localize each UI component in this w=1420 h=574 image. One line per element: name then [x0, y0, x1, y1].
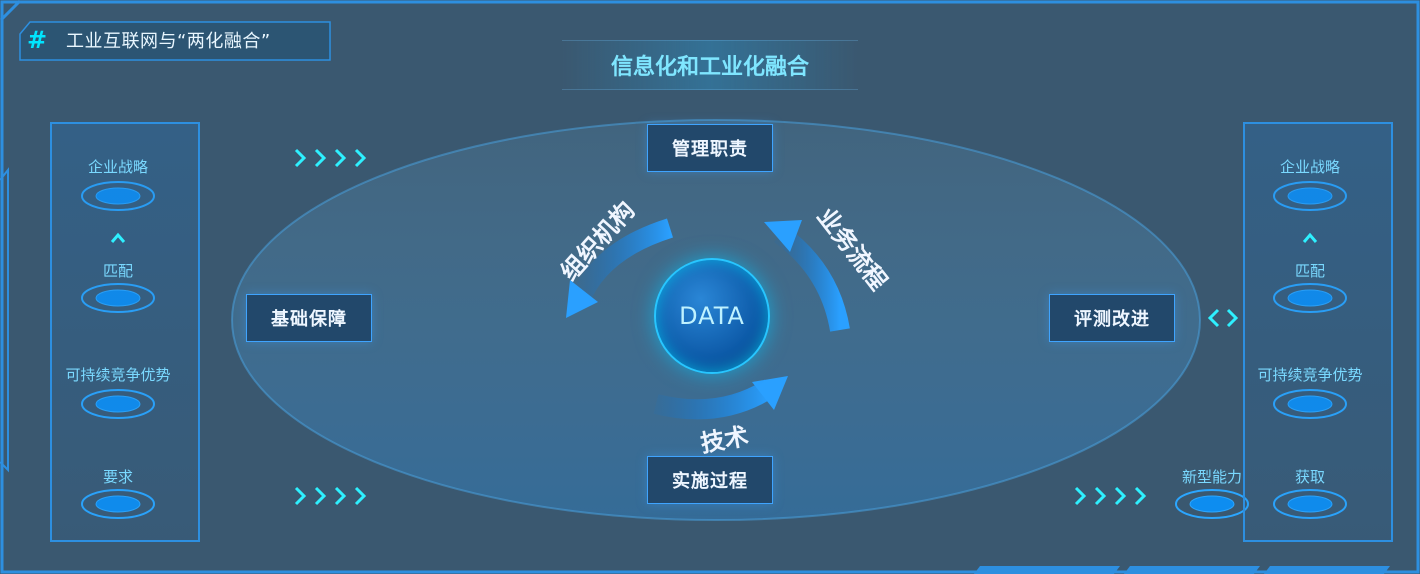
diagram-subtitle: 信息化和工业化融合 [562, 40, 858, 90]
right-discs [1175, 181, 1347, 519]
page-title: 工业互联网与“两化融合” [66, 31, 271, 52]
right-item-advantage: 可持续竞争优势 [1257, 366, 1363, 384]
header: # 工业互联网与“两化融合” [20, 22, 320, 58]
left-item-match: 匹配 [102, 262, 134, 280]
left-item-advantage: 可持续竞争优势 [65, 366, 171, 384]
data-label: DATA [679, 302, 745, 330]
left-discs [81, 181, 155, 519]
double-arrow-icon [1207, 308, 1239, 328]
chevrons-bottom-left [294, 486, 367, 506]
node-management: 管理职责 [647, 124, 773, 172]
chevrons-bottom-right [1074, 486, 1147, 506]
right-item-strategy: 企业战略 [1279, 158, 1341, 176]
left-item-require: 要求 [102, 468, 134, 486]
org-arrow [570, 218, 674, 305]
chevrons-top-left [294, 148, 367, 168]
left-column [50, 122, 200, 542]
node-implementation: 实施过程 [647, 456, 773, 504]
right-column [1243, 122, 1393, 542]
node-evaluation: 评测改进 [1049, 294, 1175, 342]
left-item-strategy: 企业战略 [87, 158, 149, 176]
caret-up-icon [1302, 232, 1318, 243]
node-foundation: 基础保障 [246, 294, 372, 342]
tech-arrow [653, 379, 776, 420]
hash-icon: # [26, 26, 48, 54]
right-item-acquire: 获取 [1294, 468, 1326, 486]
caret-up-icon [110, 232, 126, 243]
new-capability-label: 新型能力 [1181, 468, 1243, 486]
right-item-match: 匹配 [1294, 262, 1326, 280]
data-hub: DATA [654, 258, 770, 374]
